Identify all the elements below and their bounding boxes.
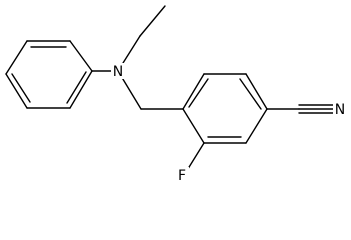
fluorine-label: F — [178, 168, 186, 184]
benzonitrile-ring — [182, 73, 268, 144]
bond — [69, 40, 93, 72]
double-bond-inner — [66, 71, 87, 104]
amine-nitrogen-label: N — [113, 64, 123, 80]
bond — [5, 40, 28, 75]
bond — [182, 108, 205, 144]
double-bond-inner — [11, 73, 31, 103]
phenyl-ring — [5, 40, 93, 109]
nitrile-nitrogen-label: N — [335, 102, 345, 118]
bond-ethyl — [139, 5, 166, 37]
bond — [5, 73, 28, 109]
bond — [69, 70, 93, 109]
bond — [245, 108, 268, 144]
bond — [245, 73, 268, 110]
double-bond-inner — [188, 78, 209, 108]
amine-bonds — [91, 5, 184, 110]
nitrile-group — [266, 104, 335, 114]
double-bond-inner — [239, 78, 262, 110]
chemical-structure-diagram: N N F — [5, 5, 347, 184]
bond — [182, 73, 205, 110]
